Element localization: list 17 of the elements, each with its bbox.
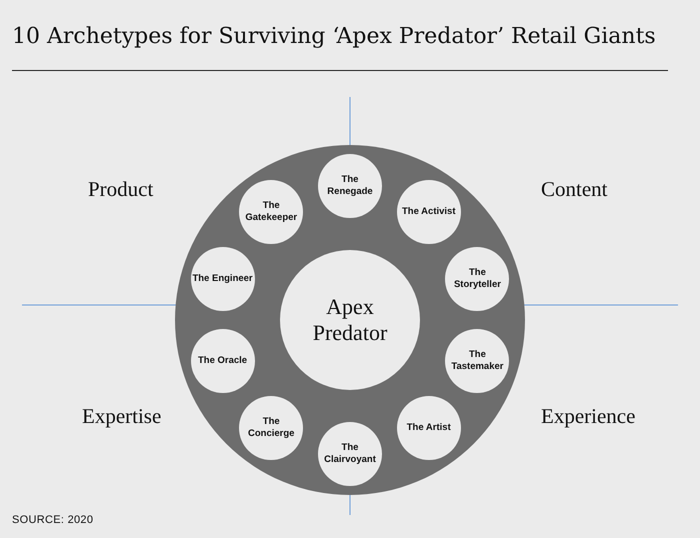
archetype-label: The Artist — [406, 422, 452, 434]
quadrant-label: Experience — [541, 404, 636, 429]
quadrant-label: Expertise — [82, 404, 162, 429]
archetype-label: The Renegade — [326, 174, 374, 198]
archetype-label: The Tastemaker — [450, 349, 504, 374]
archetype-label: The Storyteller — [452, 266, 502, 291]
archetype-label: The Engineer — [192, 272, 254, 285]
title: 10 Archetypes for Surviving ‘Apex Predator’ Retail Giants — [12, 24, 656, 49]
archetype-label: The Clairvoyant — [323, 442, 377, 466]
quadrant-label: Product — [88, 177, 154, 202]
quadrant-label: Content — [541, 177, 608, 202]
archetype-label: The Activist — [401, 206, 456, 218]
archetype-label: The Concierge — [247, 416, 296, 440]
center-label: Apex Predator — [312, 294, 388, 346]
archetype-label: The Oracle — [196, 355, 248, 368]
archetype-label: The Gatekeeper — [244, 200, 298, 224]
source-note: SOURCE: 2020 — [12, 514, 94, 526]
